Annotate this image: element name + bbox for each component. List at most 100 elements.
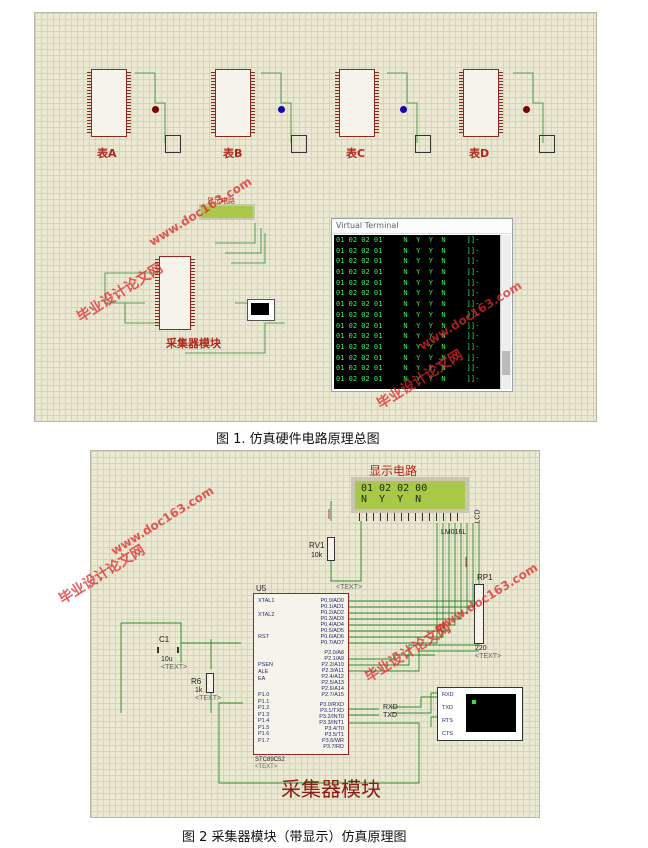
collector-label: 采集器模块 [166,337,221,350]
mcu-pin: P3.7/RD [323,744,344,750]
mcu-pin: P0.3/AD3 [320,616,344,622]
mcu-pin: P0.2/AD2 [320,610,344,616]
scrollbar-thumb[interactable] [502,351,510,375]
mcu-pin: XTAL2 [258,612,275,618]
mcu-pin: P3.4/T0 [324,726,344,732]
mcu-pin: P3.3/INT1 [319,720,344,726]
capacitor-icon [157,647,179,653]
terminal-scrollbar[interactable] [500,235,511,389]
mcu-pin: P2.1/A9 [324,656,344,662]
figure-2-wiring [120,501,480,784]
display-title: 显示电路 [369,464,418,478]
display-title: 显示电路 [207,197,235,205]
mcu-pin: P1.2 [258,705,270,711]
rp1-label: RP1 [477,573,493,582]
text-tag: <TEXT> [336,584,363,591]
vt-screen [466,694,516,732]
lcd-line-2: N Y Y N [361,494,422,505]
relay-box [415,135,431,153]
lcd-pin-header [359,513,463,521]
mini-lcd [199,204,255,220]
mcu-pin: P1.6 [258,731,270,737]
rv1-label: RV1 [309,541,325,550]
mcu-pin: P0.1/AD1 [320,604,344,610]
terminal-line: 01 02 02 01 N Y Y N ]]- [336,278,480,287]
table-b-label: 表B [223,147,243,160]
mcu-pin: PSEN [258,662,273,668]
led-icon [152,106,159,113]
mcu-left-pins: XTAL1 XTAL2 RST PSEN ALE EA P1.0 P1.1 P1… [258,598,274,744]
mcu-pin: P1.4 [258,718,270,724]
mcu-pin: P0.6/AD6 [320,634,344,640]
terminal-line: 01 02 02 01 N Y Y N ]]- [336,342,480,351]
mcu-pin: P0.7/AD7 [320,640,344,646]
vt-pin: CTS [442,731,453,737]
mcu-pin: P2.2/A10 [321,662,344,668]
mcu-part: STC89C52 [255,757,285,763]
text-tag: <TEXT> [195,695,222,702]
mcu-pin: P0.4/AD4 [320,622,344,628]
terminal-line: 01 02 02 01 N Y Y N ]]- [336,246,480,255]
mcu-pin: P3.5/T1 [324,732,344,738]
terminal-line: 01 02 02 01 N Y Y N ]]- [336,321,480,330]
led-icon [400,106,407,113]
mcu-pin: P1.1 [258,698,270,705]
terminal-line: 01 02 02 01 N Y Y N ]]- [336,310,480,319]
vt-pin: RTS [442,718,453,724]
mcu-pin: P2.6/A14 [321,686,344,692]
mcu-body: XTAL1 XTAL2 RST PSEN ALE EA P1.0 P1.1 P1… [253,593,349,755]
relay-box [291,135,307,153]
terminal-line: 01 02 02 01 N Y Y N ]]- [336,300,480,309]
figure-2-schematic: 显示电路 01 02 02 00 N Y Y N LCD LM016L RV1 … [90,450,540,818]
mcu-pin: P2.5/A13 [321,680,344,686]
mcu-pin: P0.0/AD0 [320,598,344,604]
txd-label: TXD [383,712,397,719]
r6-value: 1k [195,687,203,694]
terminal-line: 01 02 02 01 N Y Y N ]]- [336,364,480,373]
mcu-pin: P3.6/WR [321,738,344,744]
table-d-label: 表D [469,147,490,160]
relay-box [165,135,181,153]
vt-pin: TXD [442,705,453,711]
c1-label: C1 [159,635,170,644]
terminal-line: 01 02 02 01 N Y Y N ]]- [336,332,480,341]
mcu-pin: P3.1/TXD [320,708,344,714]
mcu-pin: EA [258,676,266,682]
chip-b [211,69,255,137]
c1-value: 10u [161,656,173,663]
lcd-display: 01 02 02 00 N Y Y N [351,477,469,513]
chip-d [459,69,503,137]
table-a-label: 表A [97,147,117,160]
chip-a [87,69,131,137]
potentiometer-icon [327,537,335,561]
rp1-value: 220 [475,645,487,652]
resistor-pack [474,584,484,644]
rv1-value: 10k [311,552,323,559]
figure-2-caption: 图 2 采集器模块（带显示）仿真原理图 [182,830,407,845]
led-icon [523,106,530,113]
virtual-terminal-component: RXD TXD RTS CTS [437,687,523,741]
mcu-pin: P3.2/INT0 [319,714,344,720]
mcu-pin: P0.5/AD5 [320,628,344,634]
virtual-terminal-window[interactable]: Virtual Terminal 01 02 02 01 N Y Y N ]]-… [331,218,513,392]
text-tag: <TEXT> [161,664,188,671]
mcu-pin: P2.4/A12 [321,674,344,680]
mcu-ref: U5 [256,584,267,593]
terminal-line: 01 02 02 01 N Y Y N ]]- [336,374,480,383]
mini-terminal [247,299,275,321]
terminal-line: 01 02 02 01 N Y Y N ]]- [336,257,480,266]
mcu-pin: RST [258,634,269,640]
collector-mcu [155,256,195,330]
text-tag: <TEXT> [475,653,502,660]
terminal-output: 01 02 02 01 N Y Y N ]]- 01 02 02 01 N Y … [334,235,500,389]
mcu-pin: P1.3 [258,711,270,718]
terminal-line: 01 02 02 01 N Y Y N ]]- [336,236,480,244]
figure-1-caption: 图 1. 仿真硬件电路原理总图 [216,432,380,447]
mcu-pin: P2.7/A15 [321,692,344,698]
chip-c [335,69,379,137]
mcu-pin: P1.7 [258,737,270,744]
r6-label: R6 [191,677,202,686]
led-icon [278,106,285,113]
lcd-line-1: 01 02 02 00 [361,483,428,494]
mcu-pin: P1.0 [258,692,270,698]
